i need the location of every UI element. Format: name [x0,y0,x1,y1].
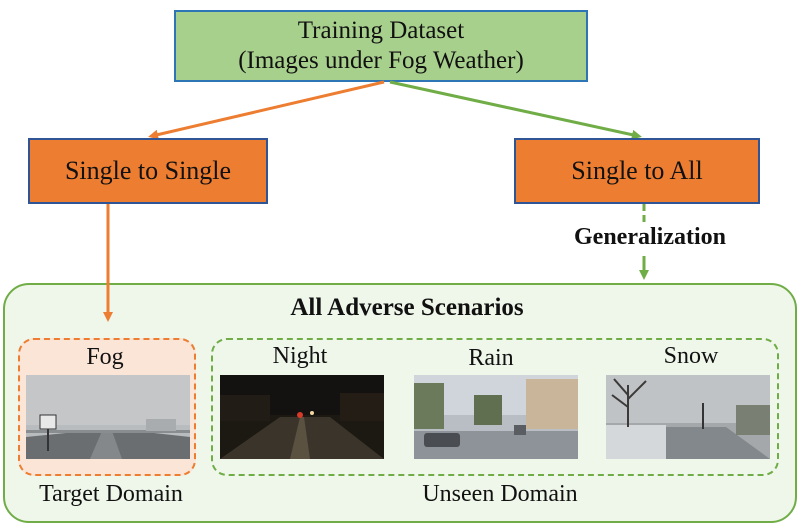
training-dataset-title: Training Dataset [297,17,465,44]
generalization-label: Generalization [574,223,726,250]
arrow-to-single-to-single [148,80,385,140]
fog-image [26,375,190,459]
night-label: Night [272,343,328,369]
single-to-single-box: Single to Single [28,138,268,204]
rain-label: Rain [468,345,514,371]
snow-label: Snow [663,343,719,369]
single-to-all-box: Single to All [514,138,760,204]
adverse-scenarios-title: All Adverse Scenarios [290,294,524,321]
rain-image [414,375,578,459]
target-domain-label: Target Domain [39,481,183,507]
night-image [220,375,384,459]
fog-label: Fog [86,344,124,370]
training-dataset-subtitle: (Images under Fog Weather) [238,47,524,74]
unseen-domain-label: Unseen Domain [422,481,578,507]
training-dataset-box: Training Dataset (Images under Fog Weath… [174,10,588,82]
unseen-domain-box [211,338,779,476]
arrow-to-single-to-all [389,80,642,140]
snow-image [606,375,770,459]
